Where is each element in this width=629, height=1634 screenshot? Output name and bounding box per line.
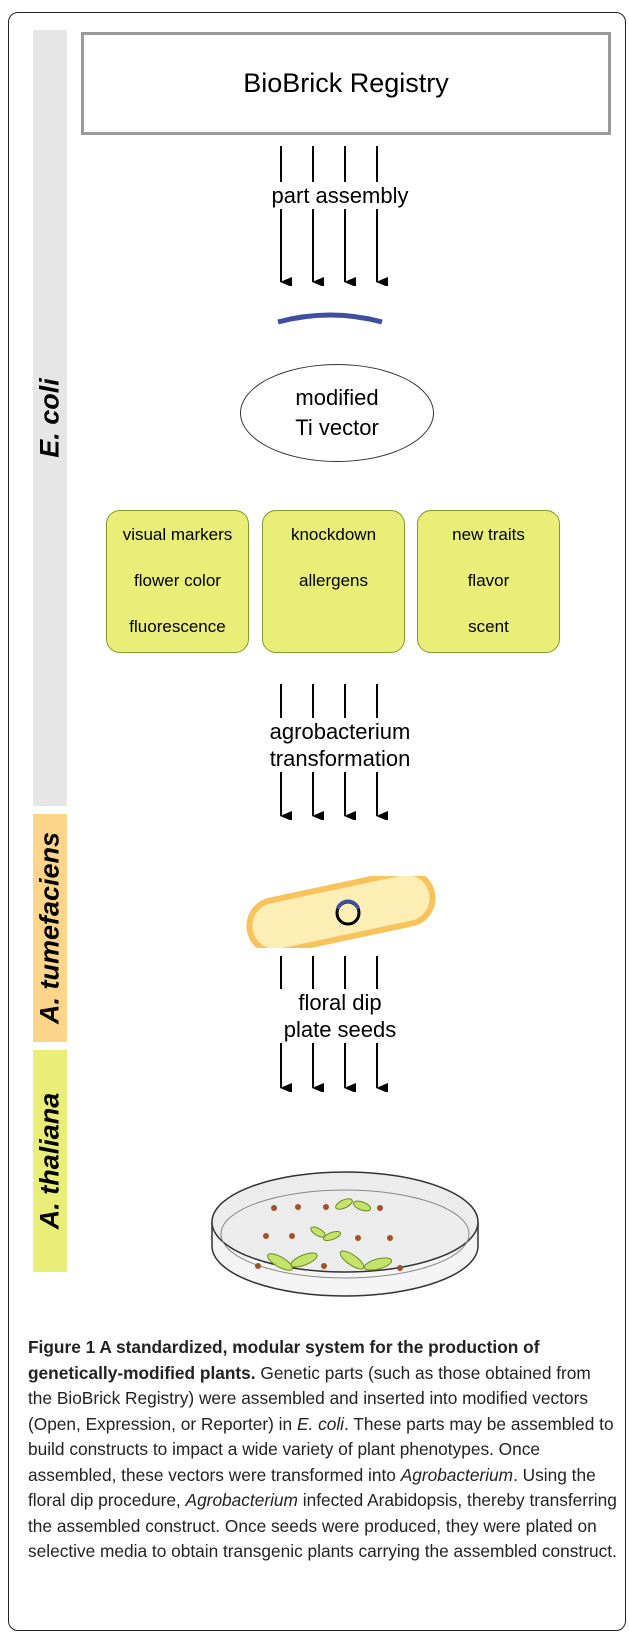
trait-box-line: allergens — [299, 571, 368, 590]
trait-box-line: scent — [468, 617, 509, 636]
part-arc — [277, 312, 383, 325]
vector-line2: Ti vector — [295, 415, 379, 440]
step-agro-line1: agrobacterium — [269, 719, 411, 744]
band-tumefaciens-label: A. tumefaciens — [34, 831, 65, 1025]
trait-box-line: knockdown — [290, 525, 377, 544]
assembly-arrows — [280, 146, 388, 286]
caption-text: Genetic parts (such as those obtained fr… — [28, 1362, 591, 1434]
vector-line1: modified — [295, 385, 379, 410]
step-dip-line1: floral dip — [298, 990, 382, 1015]
trait-box-line: new traits — [452, 525, 525, 544]
biobrick-registry-box: BioBrick Registry — [81, 32, 611, 135]
band-thaliana: A. thaliana — [33, 1050, 67, 1272]
petri-dish — [211, 1171, 479, 1297]
figure-caption: Figure 1 A standardized, modular system … — [28, 1335, 618, 1565]
caption-italic: Agrobacterium — [400, 1464, 514, 1485]
registry-label: BioBrick Registry — [243, 68, 449, 98]
trait-box-knockdown: knockdown allergens — [262, 510, 405, 653]
band-thaliana-label: A. thaliana — [34, 1092, 65, 1230]
trait-box-line: flower color — [134, 571, 221, 590]
trait-box-line: flavor — [467, 571, 510, 590]
step-part-assembly-line1: part assembly — [271, 183, 409, 208]
caption-text: infected Arabidopsis, thereby transferri… — [28, 1490, 617, 1561]
caption-text: . These parts may be assembled to build … — [28, 1413, 614, 1485]
caption-text: . Using the floral dip procedure, — [28, 1464, 596, 1511]
caption-italic: Agrobacterium — [185, 1490, 298, 1510]
step-dip-line2: plate seeds — [283, 1017, 397, 1042]
caption-italic: E. coli — [296, 1413, 344, 1434]
trait-box-line: visual markers — [122, 525, 233, 544]
step-floral-dip: floral dip plate seeds — [210, 989, 470, 1043]
band-ecoli-label: E. coli — [34, 378, 65, 458]
figure-frame — [8, 12, 626, 1631]
ti-vector-ellipse: modified Ti vector — [240, 364, 434, 462]
band-ecoli: E. coli — [33, 30, 67, 806]
trait-box-visual: visual markers flower color fluorescence — [106, 510, 249, 653]
trait-box-line: fluorescence — [129, 617, 226, 636]
step-agro-transformation: agrobacterium transformation — [210, 718, 470, 772]
trait-box-new: new traits flavor scent — [417, 510, 560, 653]
band-tumefaciens: A. tumefaciens — [33, 814, 67, 1042]
caption-title: Figure 1 A standardized, modular system … — [28, 1337, 540, 1383]
step-part-assembly: part assembly — [210, 182, 470, 209]
step-agro-line2: transformation — [269, 746, 411, 771]
agrobacterium-cell — [246, 876, 436, 948]
